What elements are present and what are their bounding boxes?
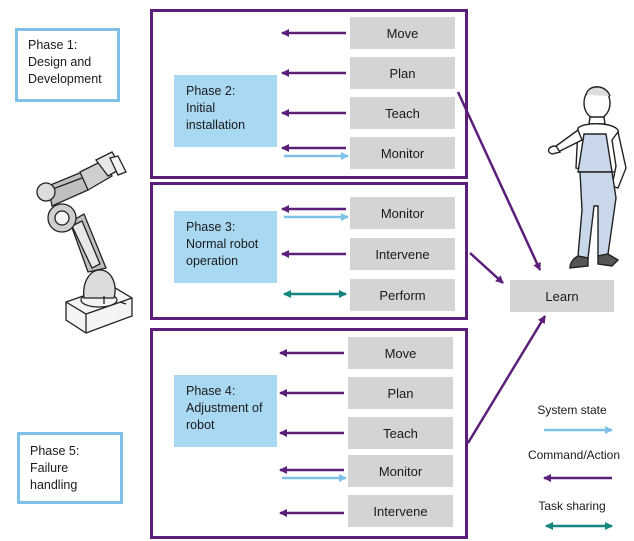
command-arrow [281,29,346,152]
action-perform: Perform [350,279,455,311]
phase-4-frame [150,328,468,539]
action-move: Move [348,337,453,369]
learn-arrow [469,252,504,284]
action-intervene: Intervene [350,238,455,270]
phase-1-label: Phase 1: Design and Development [15,28,120,102]
action-intervene: Intervene [348,495,453,527]
action-teach: Teach [350,97,455,129]
action-move: Move [350,17,455,49]
robot-arm-icon [36,151,133,334]
command-arrow [279,349,344,517]
action-monitor: Monitor [350,197,455,229]
action-teach: Teach [348,417,453,449]
legend-command-action-label: Command/Action [527,448,621,462]
learn-box: Learn [510,280,614,312]
phase-3-frame [150,182,468,320]
learn-arrow [466,315,547,444]
phase-2-label: Phase 2: Initial installation [174,75,277,147]
phase-3-label: Phase 3: Normal robot operation [174,211,277,283]
phase-4-label: Phase 4: Adjustment of robot [174,375,277,447]
action-plan: Plan [348,377,453,409]
action-monitor: Monitor [350,137,455,169]
legend-task-sharing-label: Task sharing [538,499,606,513]
action-plan: Plan [350,57,455,89]
learn-arrow [456,91,542,271]
phase-5-label: Phase 5: Failure handling [17,432,123,504]
phase-2-frame [150,9,468,179]
human-operator-icon [547,86,627,269]
action-monitor: Monitor [348,455,453,487]
legend-system-state-label: System state [537,403,607,417]
